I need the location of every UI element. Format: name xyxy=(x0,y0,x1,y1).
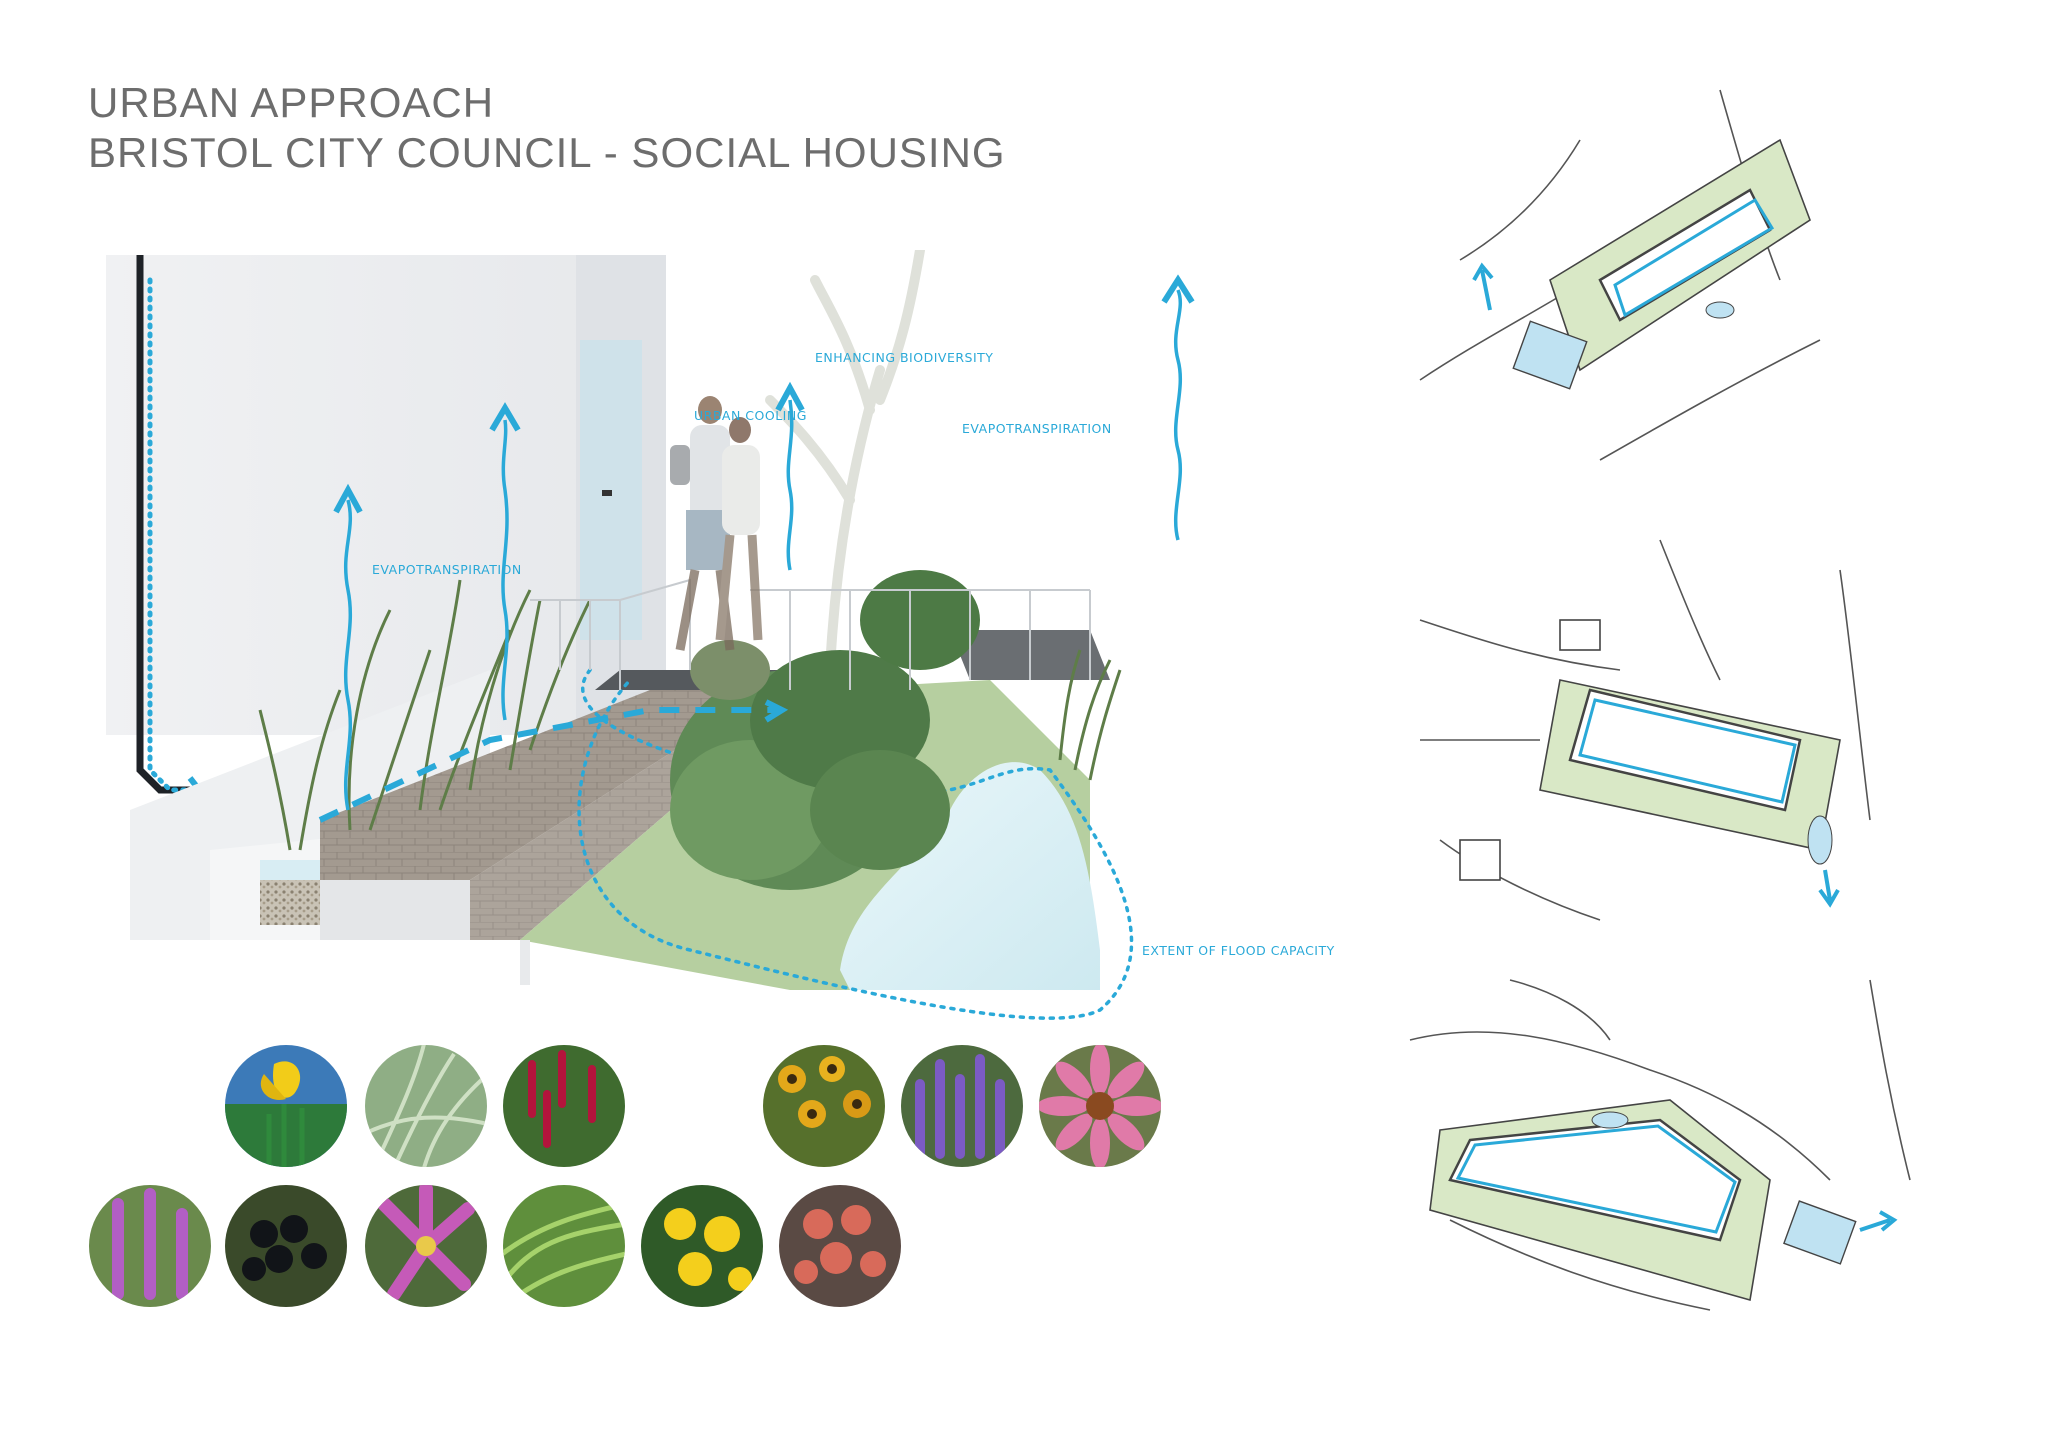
retention-pond xyxy=(840,762,1100,990)
site-plan-3 xyxy=(1409,979,1911,1311)
label-flood-capacity: EXTENT OF FLOOD CAPACITY xyxy=(1142,943,1335,958)
outflow-arrow-icon xyxy=(1818,869,1840,908)
plant-swatch-echinacea xyxy=(1039,1045,1161,1167)
title-line-1: URBAN APPROACH xyxy=(88,79,495,126)
plant-swatch-rudbeckia xyxy=(763,1045,885,1167)
outflow-arrow-icon xyxy=(1472,262,1494,311)
plant-swatch-salvia xyxy=(901,1045,1023,1167)
plant-swatch-purple-loosestrife xyxy=(89,1185,211,1307)
plant-swatch-pink-iris xyxy=(365,1185,487,1307)
building-wall xyxy=(106,255,666,735)
outflow-arrow-icon xyxy=(1859,1210,1898,1232)
title-line-2: BRISTOL CITY COUNCIL - SOCIAL HOUSING xyxy=(88,129,1006,176)
railings xyxy=(530,578,1091,690)
label-urban-cooling: URBAN COOLING xyxy=(694,408,807,423)
label-evapotranspiration-left: EVAPOTRANSPIRATION xyxy=(372,562,522,577)
site-plan-2 xyxy=(1419,539,1871,921)
plant-swatch-marsh-marigold xyxy=(641,1185,763,1307)
label-enhancing-biodiversity: ENHANCING BIODIVERSITY xyxy=(815,350,993,365)
evapotranspiration-arrows xyxy=(333,274,1195,811)
pedestrians xyxy=(670,396,763,651)
page-title: URBAN APPROACH BRISTOL CITY COUNCIL - SO… xyxy=(88,78,1006,178)
plant-swatch-yellow-iris xyxy=(225,1045,347,1167)
plant-swatch-crab-apple xyxy=(779,1185,901,1307)
sustainable-drainage-section-illustration: ENHANCING BIODIVERSITY URBAN COOLING EVA… xyxy=(106,250,1335,1020)
surface-water-flow-arrow[interactable] xyxy=(318,707,780,823)
site-plan-1 xyxy=(1419,89,1821,461)
tree xyxy=(765,250,925,675)
paved-walkway xyxy=(320,690,770,880)
flood-capacity-outline xyxy=(577,668,1134,1020)
downpipe xyxy=(136,255,200,794)
plant-swatch-blackcurrant xyxy=(225,1185,347,1307)
site-plan-sketches xyxy=(1409,89,1911,1311)
plant-swatch-red-bistort xyxy=(503,1045,625,1167)
shrub-planting xyxy=(670,570,980,890)
label-evapotranspiration-right: EVAPOTRANSPIRATION xyxy=(962,421,1112,436)
plant-swatch-feather-grass xyxy=(365,1045,487,1167)
plant-swatch-sedge-grass xyxy=(503,1185,625,1307)
